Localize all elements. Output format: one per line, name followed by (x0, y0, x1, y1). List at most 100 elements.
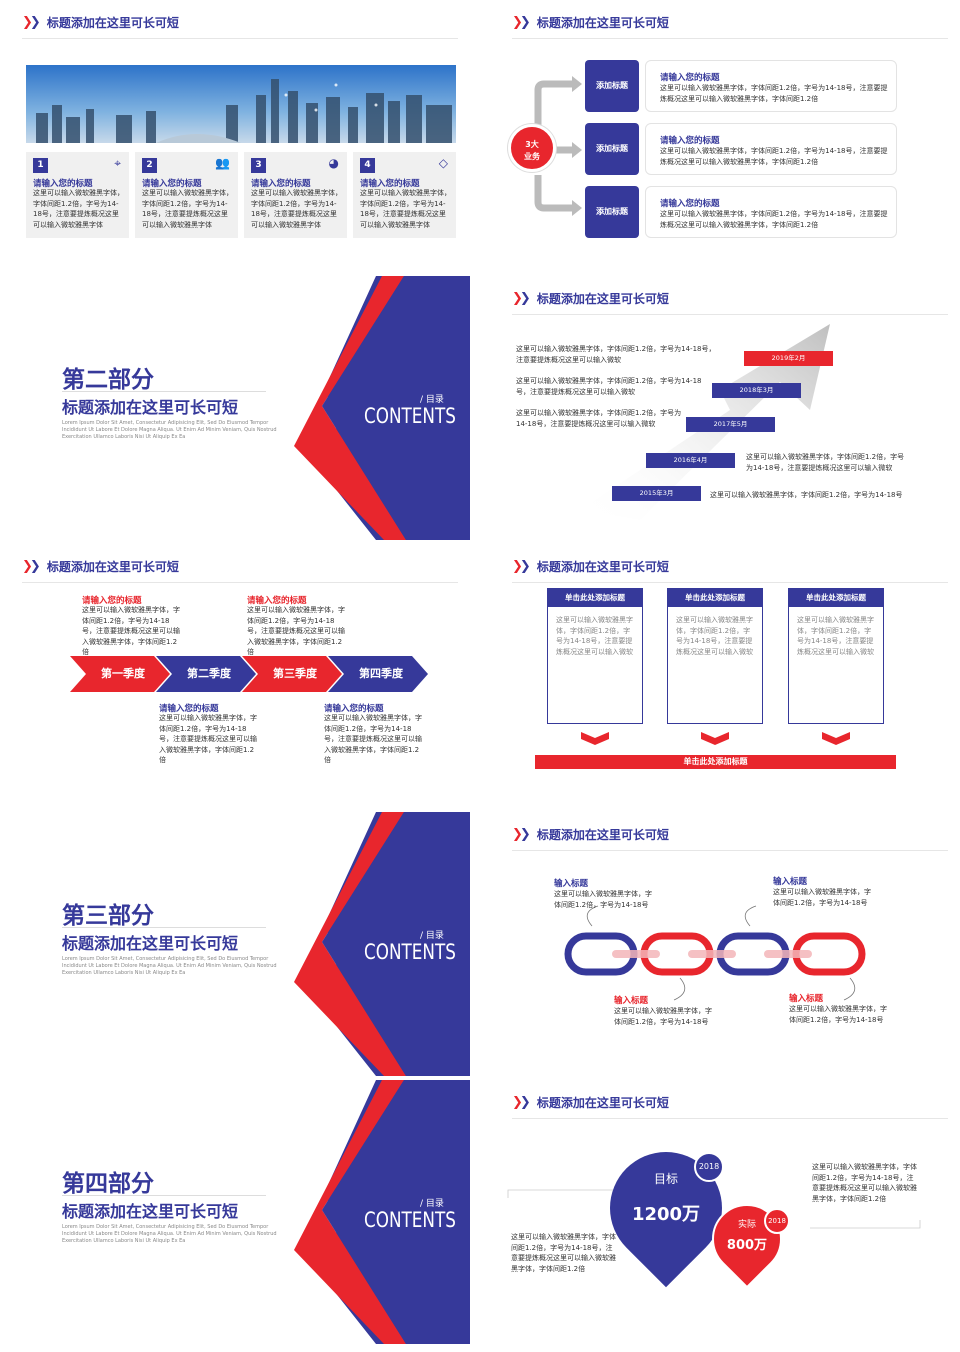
center-circle-badge: 3大 业务 (508, 124, 556, 172)
business-card: 请输入您的标题 这里可以输入微软雅黑字体，字体间距1.2倍，字号为14-18号，… (645, 123, 897, 175)
section-subtitle: 标题添加在这里可长可短 (62, 398, 239, 417)
double-chevron-icon: ❯❯ (512, 559, 531, 574)
timeline-description: 这里可以输入微软雅黑字体，字体间距1.2倍，字号为14-18号，注意要提炼概况这… (516, 345, 716, 364)
actual-value: 800万 (726, 1238, 768, 1253)
location-icon: ⌖ (114, 156, 121, 170)
slide-city-cards: ❯❯ 标题添加在这里可长可短 1 ⌖ 请输入您的 (0, 0, 470, 264)
section-divider (62, 927, 266, 928)
section-lorem: Lorem Ipsum Dolor Sit Amet, Consectetur … (62, 956, 277, 976)
section-divider-slide: 第三部分 标题添加在这里可长可短 Lorem Ipsum Dolor Sit A… (0, 812, 470, 1076)
content-box: 单击此处添加标题 这里可以输入微软雅黑字体，字体间距1.2倍，字号为14-18号… (547, 588, 643, 724)
chain-connector-lines (586, 905, 856, 1001)
header-title: 标题添加在这里可长可短 (536, 828, 669, 842)
box-header: 单击此处添加标题 (789, 589, 883, 607)
timeline-date-label: 2017年5月 (686, 417, 775, 432)
slide-header: ❯❯ 标题添加在这里可长可短 (512, 558, 669, 575)
header-divider (512, 38, 948, 39)
header-title: 标题添加在这里可长可短 (536, 16, 669, 30)
diamond-icon: ◇ (438, 156, 448, 170)
card-number: 1 (33, 158, 48, 173)
double-chevron-icon: ❯❯ (512, 291, 531, 306)
section-contents-label: CONTENTS (364, 1208, 456, 1232)
business-description: 这里可以输入微软雅黑字体，字体间距1.2倍，字号为14-18号，注意要提炼概况这… (660, 147, 888, 166)
section-divider (62, 1195, 266, 1196)
section-contents-label: CONTENTS (364, 940, 456, 964)
quarter-label: 第一季度 (101, 667, 145, 680)
quarter-label: 第四季度 (359, 667, 403, 680)
quarter-title: 请输入您的标题 (159, 704, 219, 714)
header-divider (512, 1118, 948, 1119)
timeline-description: 这里可以输入微软雅黑字体，字体间距1.2倍，字号为14-18号，注意要提炼概况这… (516, 377, 702, 396)
card-title: 请输入您的标题 (251, 179, 311, 189)
business-card: 请输入您的标题 这里可以输入微软雅黑字体，字体间距1.2倍，字号为14-18号，… (645, 186, 897, 238)
timeline-date-label: 2018年3月 (712, 383, 801, 398)
header-title: 标题添加在这里可长可短 (46, 16, 179, 30)
feature-card: 2 👥 请输入您的标题 这里可以输入微软雅黑字体，字体间距1.2倍，字号为14-… (135, 152, 238, 238)
card-number: 2 (142, 158, 157, 173)
quarter-label: 第三季度 (273, 667, 317, 680)
header-divider (22, 38, 458, 39)
chain-description: 这里可以输入微软雅黑字体，字体间距1.2倍，字号为14-18号 (789, 1005, 887, 1024)
business-card: 请输入您的标题 这里可以输入微软雅黑字体，字体间距1.2倍，字号为14-18号，… (645, 60, 897, 112)
globe-icon: ◕ (328, 156, 339, 170)
timeline-date-label: 2015年3月 (612, 486, 701, 501)
header-title: 标题添加在这里可长可短 (536, 560, 669, 574)
box-description: 这里可以输入微软雅黑字体，字体间距1.2倍，字号为14-18号，注意要提炼概况这… (556, 616, 633, 656)
card-description: 这里可以输入微软雅黑字体，字体间距1.2倍，字号为14-18号，注意要提炼概况这… (33, 189, 124, 229)
box-header: 单击此处添加标题 (548, 589, 642, 607)
card-title: 请输入您的标题 (142, 179, 202, 189)
card-number: 3 (251, 158, 266, 173)
header-title: 标题添加在这里可长可短 (536, 1096, 669, 1110)
quarter-arrow (242, 656, 342, 692)
rising-arrow-graphic (580, 324, 830, 520)
quarter-description: 这里可以输入微软雅黑字体，字体间距1.2倍，字号为14-18号，注意要提炼概况这… (82, 606, 180, 656)
business-title: 请输入您的标题 (660, 199, 720, 209)
slide-header: ❯❯ 标题添加在这里可长可短 (22, 14, 179, 31)
card-number: 4 (360, 158, 375, 173)
section-lorem: Lorem Ipsum Dolor Sit Amet, Consectetur … (62, 420, 277, 440)
chevron-down-icon (581, 732, 609, 745)
slide-three-boxes: ❯❯ 标题添加在这里可长可短 单击此处添加标题 这里可以输入微软雅黑字体，字体间… (490, 544, 960, 808)
header-divider (22, 582, 458, 583)
card-description: 这里可以输入微软雅黑字体，字体间距1.2倍，字号为14-18号，注意要提炼概况这… (142, 189, 233, 229)
content-box: 单击此处添加标题 这里可以输入微软雅黑字体，字体间距1.2倍，字号为14-18号… (788, 588, 884, 724)
goal-label: 目标 (653, 1172, 678, 1186)
timeline-description: 这里可以输入微软雅黑字体，字体间距1.2倍，字号为14-18号，注意要提炼概况这… (746, 453, 905, 472)
business-tag: 添加标题 (585, 123, 639, 175)
bracket-lines (507, 1189, 921, 1229)
card-title: 请输入您的标题 (33, 179, 93, 189)
header-title: 标题添加在这里可长可短 (46, 560, 179, 574)
feature-card: 1 ⌖ 请输入您的标题 这里可以输入微软雅黑字体，字体间距1.2倍，字号为14-… (26, 152, 129, 238)
city-skyline-image (26, 65, 456, 143)
chain-title: 输入标题 (614, 996, 649, 1006)
chevron-band-graphic (294, 276, 470, 540)
section-lorem: Lorem Ipsum Dolor Sit Amet, Consectetur … (62, 1224, 277, 1244)
section-subtitle: 标题添加在这里可长可短 (62, 934, 239, 953)
quarter-label: 第二季度 (187, 667, 231, 680)
quarter-arrow (70, 656, 170, 692)
section-divider (62, 391, 266, 392)
business-description: 这里可以输入微软雅黑字体，字体间距1.2倍，字号为14-18号，注意要提炼概况这… (660, 84, 888, 103)
business-title: 请输入您的标题 (660, 73, 720, 83)
section-mulu-label: / 目录 (420, 1199, 444, 1209)
chain-title: 输入标题 (773, 877, 808, 887)
double-chevron-icon: ❯❯ (512, 827, 531, 842)
double-chevron-icon: ❯❯ (22, 15, 41, 30)
slide-header: ❯❯ 标题添加在这里可长可短 (512, 1094, 669, 1111)
header-title: 标题添加在这里可长可短 (536, 292, 669, 306)
section-part-title: 第四部分 (62, 1171, 154, 1197)
chain-description: 这里可以输入微软雅黑字体，字体间距1.2倍，字号为14-18号 (614, 1007, 712, 1026)
feature-card: 4 ◇ 请输入您的标题 这里可以输入微软雅黑字体，字体间距1.2倍，字号为14-… (353, 152, 456, 238)
section-contents-label: CONTENTS (364, 404, 456, 428)
slide-quarters: ❯❯ 标题添加在这里可长可短 第一季度 第二季度 第三季度 第四季度请输入您的标… (0, 544, 470, 808)
slide-header: ❯❯ 标题添加在这里可长可短 (512, 14, 669, 31)
header-divider (512, 314, 948, 315)
box-header: 单击此处添加标题 (668, 589, 762, 607)
right-description: 这里可以输入微软雅黑字体，字体间距1.2倍，字号为14-18号，注意要提炼概况这… (812, 1163, 917, 1203)
double-chevron-icon: ❯❯ (22, 559, 41, 574)
card-description: 这里可以输入微软雅黑字体，字体间距1.2倍，字号为14-18号，注意要提炼概况这… (251, 189, 342, 229)
section-part-title: 第二部分 (62, 367, 154, 393)
quarter-title: 请输入您的标题 (324, 704, 384, 714)
box-description: 这里可以输入微软雅黑字体，字体间距1.2倍，字号为14-18号，注意要提炼概况这… (676, 616, 753, 656)
business-tag: 添加标题 (585, 60, 639, 112)
